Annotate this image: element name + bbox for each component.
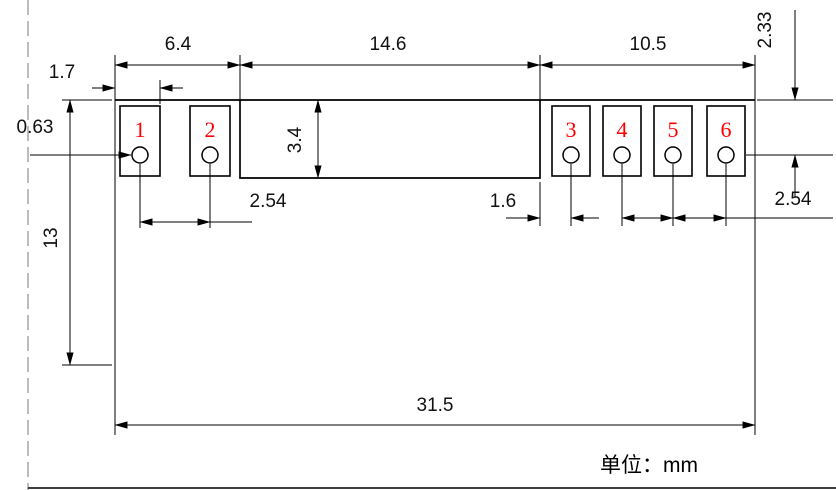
pad-6-hole: [717, 146, 735, 164]
dim-label-left-pad-pitch: 2.54: [250, 191, 287, 212]
dimension-lines: [30, 10, 833, 429]
dim-label-hole-diameter: 0.63: [17, 117, 54, 138]
pad-3: 3: [551, 105, 591, 177]
pad-1-hole: [131, 146, 149, 164]
middle-section-outline: [239, 100, 541, 179]
pad-4-number: 4: [617, 117, 628, 142]
dim-label-edge-to-pad3: 1.6: [490, 191, 516, 212]
dim-label-total-width: 31.5: [417, 395, 454, 416]
dim-label-middle-section-width: 14.6: [370, 34, 407, 55]
pad-3-number: 3: [566, 117, 577, 142]
dimension-labels: 6.4 14.6 10.5 1.7 0.63 3.4 13 2.54 1.6 2…: [17, 12, 812, 416]
dim-label-left-section-width: 6.4: [165, 34, 192, 55]
pad-6-number: 6: [721, 117, 732, 142]
pad-2-hole: [201, 146, 219, 164]
dim-label-board-height: 13: [41, 227, 62, 248]
pad-5-hole: [664, 146, 682, 164]
pad-2-number: 2: [205, 117, 216, 142]
dim-label-right-section-width: 10.5: [630, 34, 667, 55]
pad-3-hole: [562, 146, 580, 164]
dim-label-right-pad-pitch: 2.54: [775, 189, 812, 210]
pad-1-number: 1: [135, 117, 146, 142]
pads: 1 2 3 4 5 6: [119, 105, 746, 177]
part-outline: [115, 99, 755, 179]
dim-label-top-to-hole-center: 2.33: [755, 12, 776, 49]
extension-lines: [62, 55, 833, 435]
pad-4-hole: [613, 146, 631, 164]
dim-label-middle-section-depth: 3.4: [285, 126, 306, 153]
unit-label: 单位：mm: [600, 454, 698, 477]
pad-5-number: 5: [668, 117, 679, 142]
dim-label-left-edge-to-pad1: 1.7: [49, 62, 75, 83]
